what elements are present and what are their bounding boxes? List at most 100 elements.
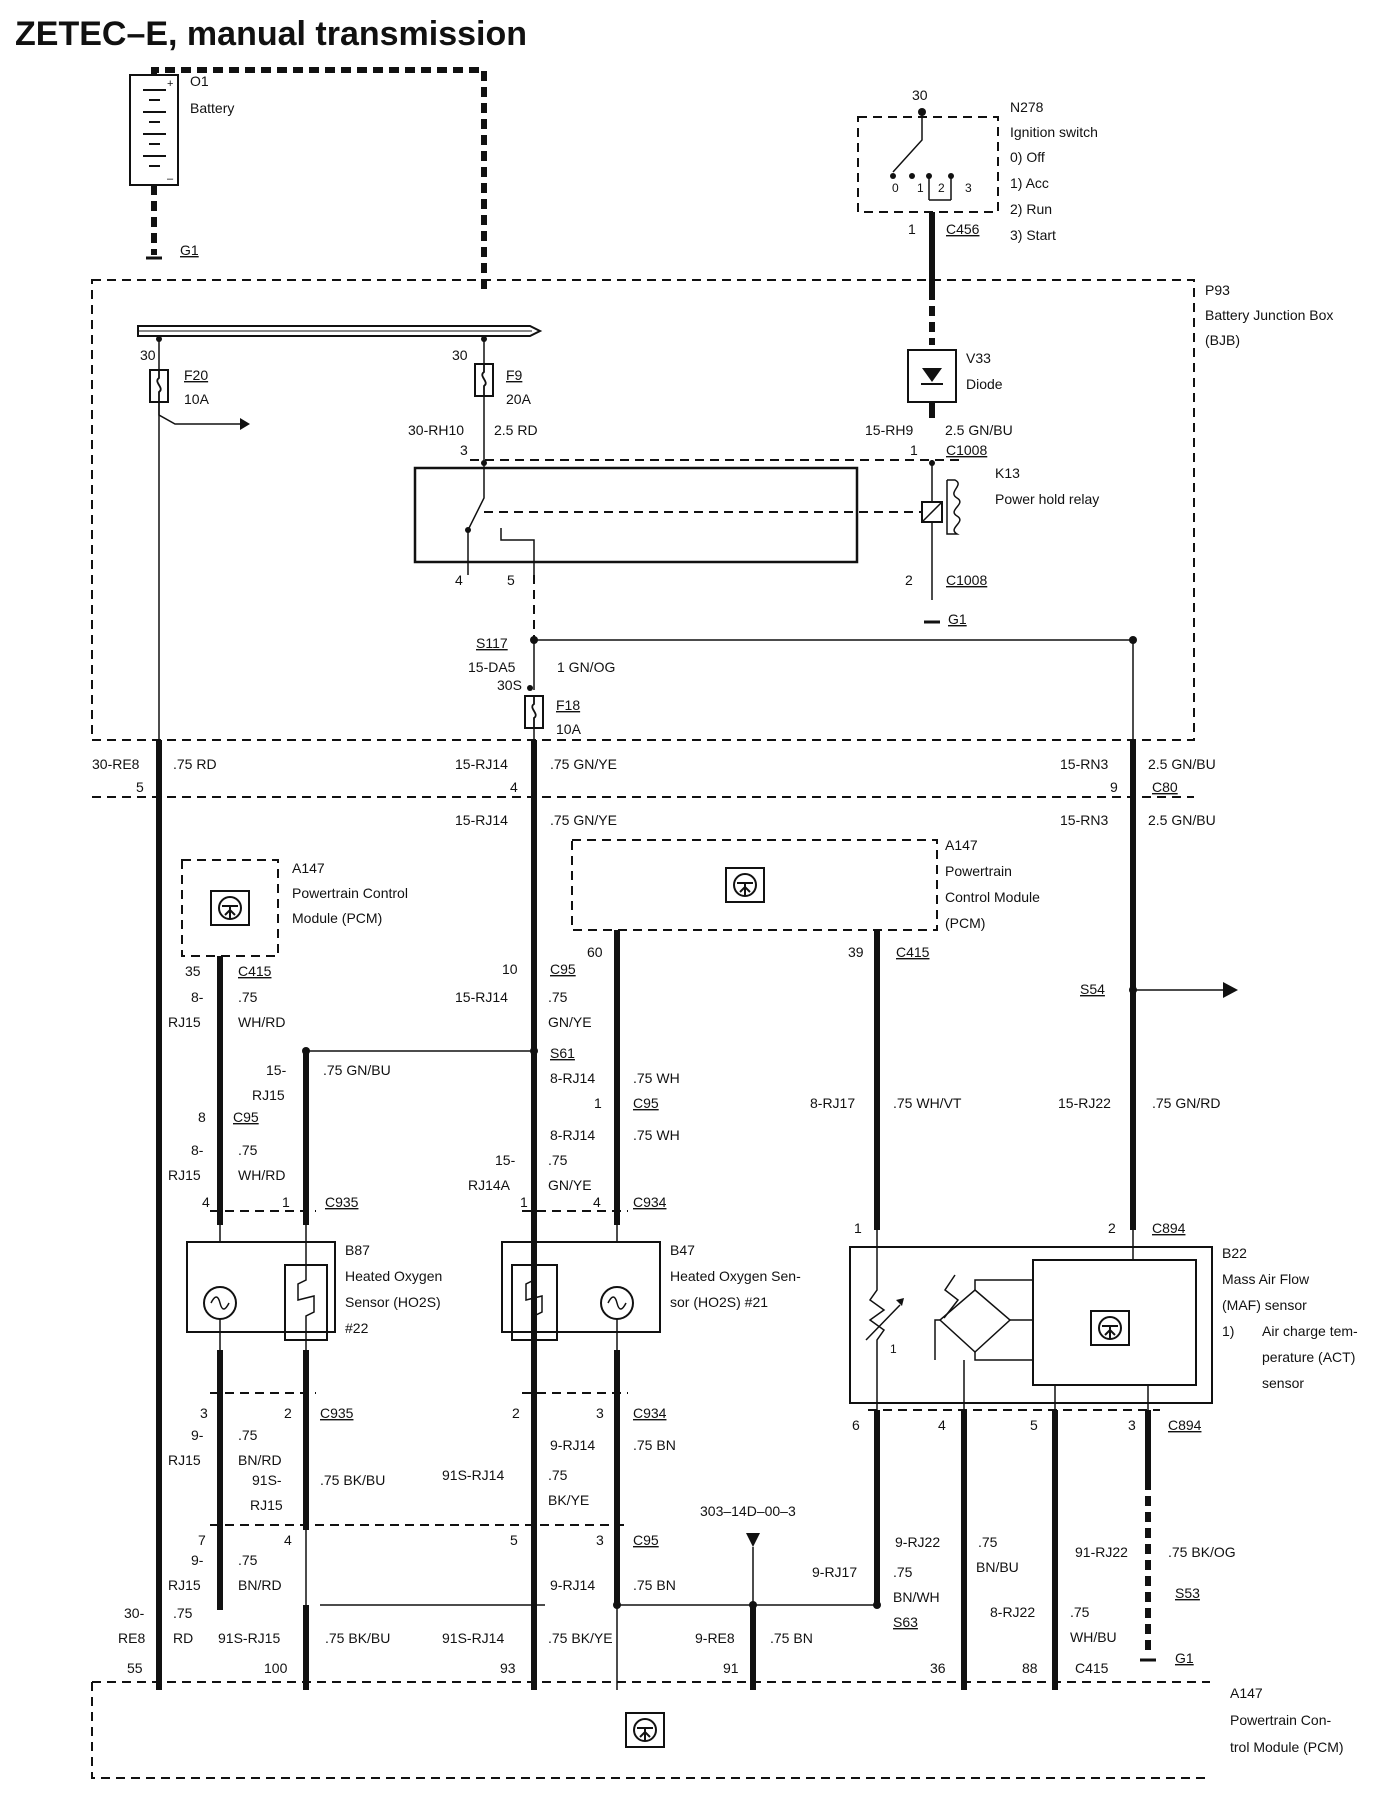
- relay-out-connector: C1008: [946, 572, 987, 588]
- c95a-circuit: 15-RJ14: [455, 989, 508, 1005]
- pcm-bottom-id: A147: [1230, 1685, 1263, 1701]
- f20-id: F20: [184, 367, 208, 383]
- f18-terminal: 30S: [497, 677, 522, 693]
- c934b-wire1: .75 BN: [633, 1437, 676, 1453]
- ign-pos-0: 0: [892, 181, 899, 195]
- pcm-mid-id: A147: [945, 837, 978, 853]
- svg-text:–: –: [167, 173, 174, 185]
- bottom-wire1: .75: [173, 1605, 193, 1621]
- c935b-pin3: 3: [200, 1405, 208, 1421]
- f18-id: F18: [556, 697, 580, 713]
- pcm-bottom-line1: Powertrain Con-: [1230, 1712, 1331, 1728]
- c95b-connector: C95: [233, 1109, 259, 1125]
- c95a-pin: 10: [502, 961, 518, 977]
- diode-id: V33: [966, 350, 991, 366]
- maf-note-number: 1): [1222, 1323, 1234, 1339]
- c95c-connector: C95: [633, 1532, 659, 1548]
- maf-note1: Air charge tem-: [1262, 1323, 1358, 1339]
- c80-connector-label: C80: [1152, 779, 1178, 795]
- c934b-pin2: 2: [512, 1405, 520, 1421]
- c80-circuit-1: 30-RE8: [92, 756, 140, 772]
- power-hold-relay: K13 Power hold relay 4 5 2 C1008 G1: [413, 460, 1099, 640]
- ho2s21-line2: sor (HO2S) #21: [670, 1294, 768, 1310]
- maf-out-circuit3: 8-RJ22: [990, 1604, 1035, 1620]
- maf-feed-connector: C894: [1152, 1220, 1186, 1236]
- maf-feed-pin1: 1: [854, 1220, 862, 1236]
- pcm-mid: A147 Powertrain Control Module (PCM) 60 …: [571, 837, 1040, 1230]
- bottom-pin-100: 100: [264, 1660, 288, 1676]
- pcm-left-line2: Module (PCM): [292, 910, 382, 926]
- c934b-connector: C934: [633, 1405, 667, 1421]
- bottom-connector: C415: [1075, 1660, 1109, 1676]
- maf-out-ground: G1: [1175, 1650, 1194, 1666]
- maf-mark: 1: [890, 1342, 897, 1356]
- ho2s22-line1: Heated Oxygen: [345, 1268, 442, 1284]
- pcm-mid-line3: (PCM): [945, 915, 985, 931]
- c95c-wire2: BN/RD: [238, 1577, 282, 1593]
- pcm-mid-pin-60: 60: [587, 944, 603, 960]
- c935b-connector: C935: [320, 1405, 354, 1421]
- ign-pos-2: 2: [938, 181, 945, 195]
- c95c-pin5: 5: [510, 1532, 518, 1548]
- relay-in-pin: 3: [460, 442, 468, 458]
- f18-rating: 10A: [556, 721, 582, 737]
- c934b-wire3: BK/YE: [548, 1492, 589, 1508]
- relay-label: Power hold relay: [995, 491, 1099, 507]
- c935a-pin1: 1: [282, 1194, 290, 1210]
- f9-id: F9: [506, 367, 523, 383]
- c415a-circuit1: 8-: [191, 989, 204, 1005]
- c80-circuit-3b: 15-RN3: [1060, 812, 1108, 828]
- c80-pin-1: 5: [136, 779, 144, 795]
- ignition-terminal: 30: [912, 87, 928, 103]
- maf-feed-wire1: .75 WH/VT: [893, 1095, 962, 1111]
- pcm-mid-line2: Control Module: [945, 889, 1040, 905]
- maf-line2: (MAF) sensor: [1222, 1297, 1307, 1313]
- pcm-left: A147 Powertrain Control Module (PCM) 35 …: [168, 859, 408, 1225]
- c95b-connector2: C95: [633, 1095, 659, 1111]
- ign-position-off: 0) Off: [1010, 149, 1045, 165]
- maf-out-connector: C894: [1168, 1417, 1202, 1433]
- maf-out-wire3b: WH/BU: [1070, 1629, 1117, 1645]
- bjb-id: P93: [1205, 282, 1230, 298]
- ign-pos-3: 3: [965, 181, 972, 195]
- c415a-wire2: WH/RD: [238, 1014, 285, 1030]
- diode-out-circuit: 15-RH9: [865, 422, 913, 438]
- maf-out-wire2: .75: [893, 1564, 913, 1580]
- bottom-pin-91: 91: [723, 1660, 739, 1676]
- bottom-wire2: RD: [173, 1630, 193, 1646]
- c935b-circuit1: 9-: [191, 1427, 204, 1443]
- c934a-connector: C934: [633, 1194, 667, 1210]
- c934b-wire2: .75: [548, 1467, 568, 1483]
- main-wires: [156, 740, 1136, 1690]
- c934a-wire2: GN/YE: [548, 1177, 592, 1193]
- c934a-wire1: .75: [548, 1152, 568, 1168]
- maf-id: B22: [1222, 1245, 1247, 1261]
- c80-wire-1: .75 RD: [173, 756, 217, 772]
- bottom-wire4: .75 BK/YE: [548, 1630, 613, 1646]
- c935b-circuit3: 91S-: [252, 1472, 282, 1488]
- ign-position-run: 2) Run: [1010, 201, 1052, 217]
- pcm-left-id: A147: [292, 860, 325, 876]
- c95c-pin4: 4: [284, 1532, 292, 1548]
- ignition-connector: C456: [946, 221, 980, 237]
- pcm-bottom-line2: trol Module (PCM): [1230, 1739, 1344, 1755]
- relay-in-wire: 2.5 RD: [494, 422, 538, 438]
- relay-pin-2: 2: [905, 572, 913, 588]
- c95c-wire3: .75 BN: [633, 1577, 676, 1593]
- c80-pin-2: 4: [510, 779, 518, 795]
- c935b-wire2: BN/RD: [238, 1452, 282, 1468]
- relay-pin-5: 5: [507, 572, 515, 588]
- diode-out-wire: 2.5 GN/BU: [945, 422, 1013, 438]
- ign-position-start: 3) Start: [1010, 227, 1056, 243]
- c95b-wire1: .75: [238, 1142, 258, 1158]
- ho2s-22: B87 Heated Oxygen Sensor (HO2S) #22: [186, 1225, 442, 1350]
- c95a-wire1: .75: [548, 989, 568, 1005]
- battery-id: O1: [190, 73, 209, 89]
- c415a-pin: 35: [185, 963, 201, 979]
- bottom-circuit1: 30-: [124, 1605, 145, 1621]
- battery: + – O1 Battery G1: [129, 67, 487, 290]
- bottom-pin-55: 55: [127, 1660, 143, 1676]
- c95c-pin3: 3: [596, 1532, 604, 1548]
- maf-out-wire1: .75: [978, 1534, 998, 1550]
